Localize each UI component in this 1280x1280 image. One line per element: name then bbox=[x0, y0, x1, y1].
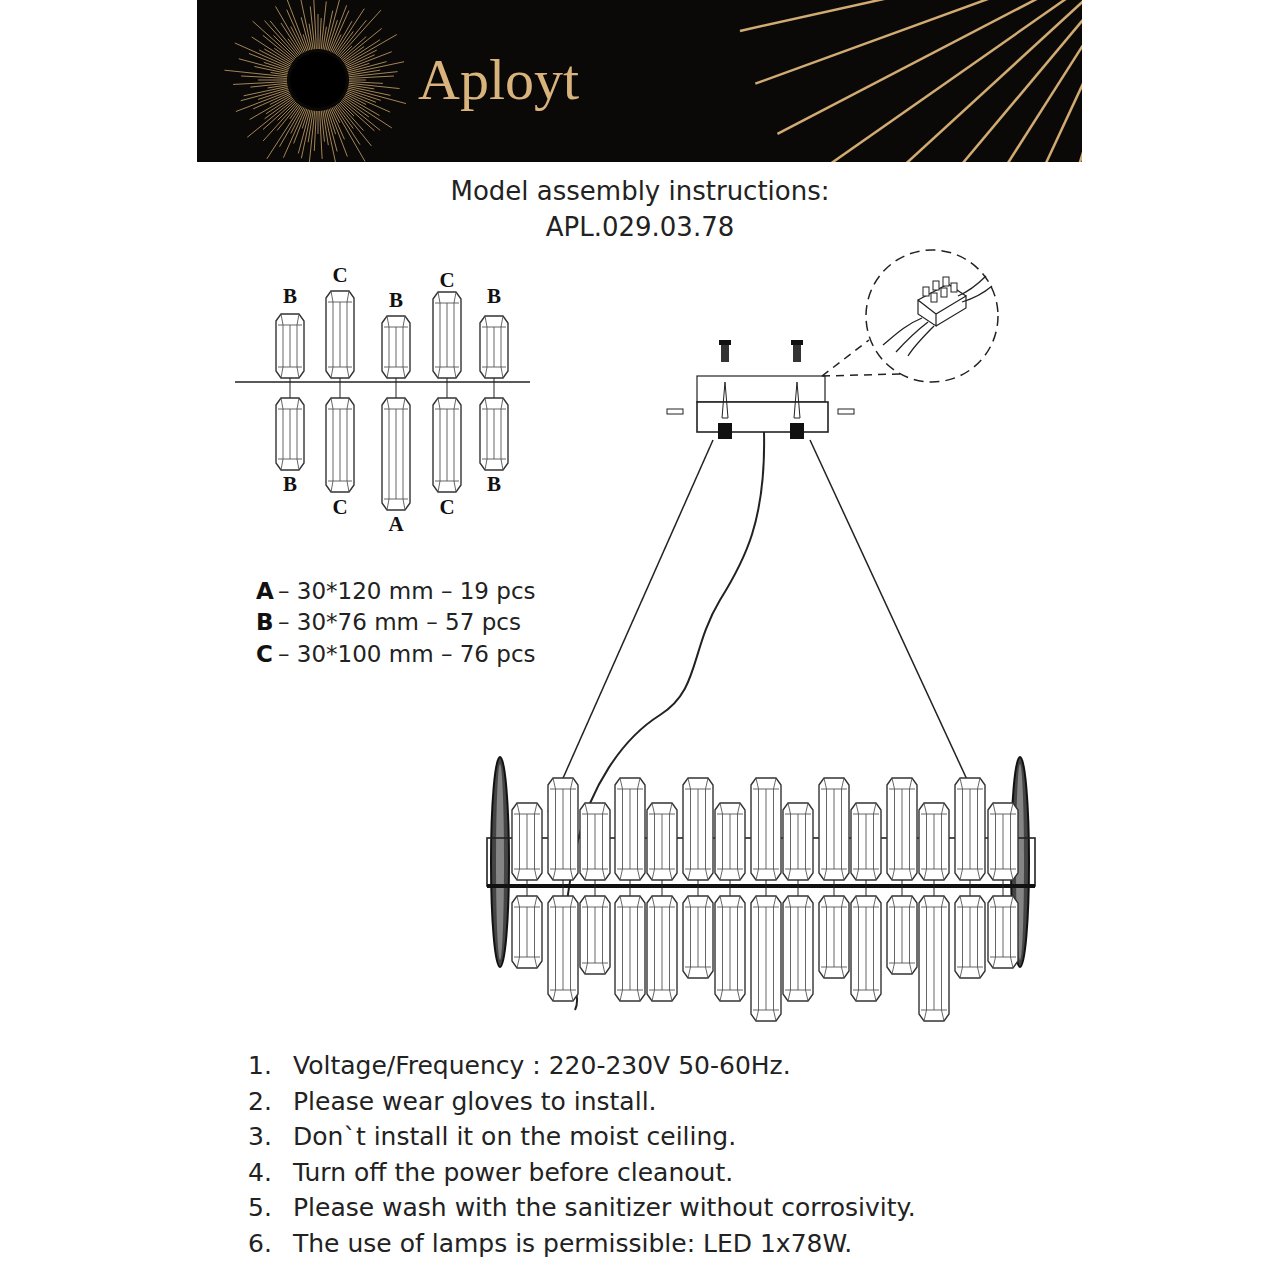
crystal-prism bbox=[433, 398, 461, 492]
crystal-prism bbox=[480, 316, 508, 378]
crystal-prism bbox=[647, 803, 677, 880]
crystal-prism bbox=[887, 896, 917, 974]
crystal-prism bbox=[783, 803, 813, 880]
crystal-prism bbox=[580, 803, 610, 880]
part-letter: C bbox=[332, 263, 347, 287]
crystal-prism bbox=[512, 896, 542, 968]
part-spec: – 30*100 mm – 76 pcs bbox=[278, 641, 536, 667]
crystal-prism bbox=[683, 778, 713, 880]
chandelier-drawing bbox=[487, 250, 1035, 1021]
note-number: 4. bbox=[248, 1159, 272, 1188]
crystal-prism bbox=[988, 803, 1018, 880]
crystal-scheme bbox=[235, 291, 530, 510]
note-text: Turn off the power before cleanout. bbox=[293, 1159, 733, 1188]
part-spec: – 30*76 mm – 57 pcs bbox=[278, 609, 521, 635]
crystal-prism bbox=[326, 398, 354, 492]
part-spec: – 30*120 mm – 19 pcs bbox=[278, 578, 536, 604]
crystal-prism bbox=[548, 778, 578, 880]
crystal-prism bbox=[988, 896, 1018, 968]
note-number: 5. bbox=[248, 1194, 272, 1223]
header-rays bbox=[225, 0, 1082, 162]
crystal-prism bbox=[683, 896, 713, 978]
crystal-prism bbox=[887, 778, 917, 880]
crystal-prism bbox=[715, 803, 745, 880]
crystal-prism bbox=[751, 778, 781, 880]
note-number: 6. bbox=[248, 1230, 272, 1259]
part-letter: C bbox=[332, 495, 347, 519]
crystal-prism bbox=[548, 896, 578, 1001]
crystal-prism bbox=[715, 896, 745, 1001]
crystal-prism bbox=[851, 803, 881, 880]
note-text: Please wash with the sanitizer without c… bbox=[293, 1194, 916, 1223]
crystal-prism bbox=[955, 896, 985, 978]
crystal-prism bbox=[751, 896, 781, 1021]
note-text: Don`t install it on the moist ceiling. bbox=[293, 1123, 736, 1152]
part-letter: C bbox=[256, 641, 273, 667]
note-text: The use of lamps is permissible: LED 1x7… bbox=[293, 1230, 852, 1259]
crystal-prism bbox=[512, 803, 542, 880]
part-letter: C bbox=[439, 495, 454, 519]
part-letter: B bbox=[487, 284, 501, 308]
part-letter: A bbox=[388, 512, 403, 536]
page-title: Model assembly instructions: bbox=[450, 177, 829, 207]
crystal-prism bbox=[783, 896, 813, 1001]
note-number: 2. bbox=[248, 1088, 272, 1117]
part-letter: B bbox=[283, 472, 297, 496]
part-letter: B bbox=[283, 284, 297, 308]
crystal-prism bbox=[382, 316, 410, 378]
part-letter: B bbox=[487, 472, 501, 496]
part-letter: B bbox=[256, 609, 274, 635]
crystal-prism bbox=[382, 398, 410, 510]
part-letter: C bbox=[439, 268, 454, 292]
crystal-prism bbox=[276, 314, 304, 378]
brand-name: Aployt bbox=[418, 47, 579, 114]
model-number: APL.029.03.78 bbox=[546, 213, 735, 243]
crystal-prism bbox=[615, 896, 645, 1001]
crystal-prism bbox=[433, 292, 461, 378]
note-text: Voltage/Frequency : 220-230V 50-60Hz. bbox=[293, 1052, 791, 1081]
crystal-prism bbox=[615, 778, 645, 880]
crystal-prism bbox=[955, 778, 985, 880]
crystal-prism bbox=[851, 896, 881, 1001]
crystal-prism bbox=[276, 398, 304, 470]
crystal-prism bbox=[480, 398, 508, 470]
part-letter: A bbox=[256, 578, 274, 604]
crystal-prism bbox=[819, 778, 849, 880]
crystal-prism bbox=[326, 291, 354, 378]
part-letter: B bbox=[389, 288, 403, 312]
note-text: Please wear gloves to install. bbox=[293, 1088, 657, 1117]
note-number: 1. bbox=[248, 1052, 272, 1081]
crystal-prism bbox=[919, 803, 949, 880]
crystal-prism bbox=[919, 896, 949, 1021]
crystal-prism bbox=[580, 896, 610, 974]
crystal-prism bbox=[647, 896, 677, 1001]
note-number: 3. bbox=[248, 1123, 272, 1152]
crystal-prism bbox=[819, 896, 849, 978]
